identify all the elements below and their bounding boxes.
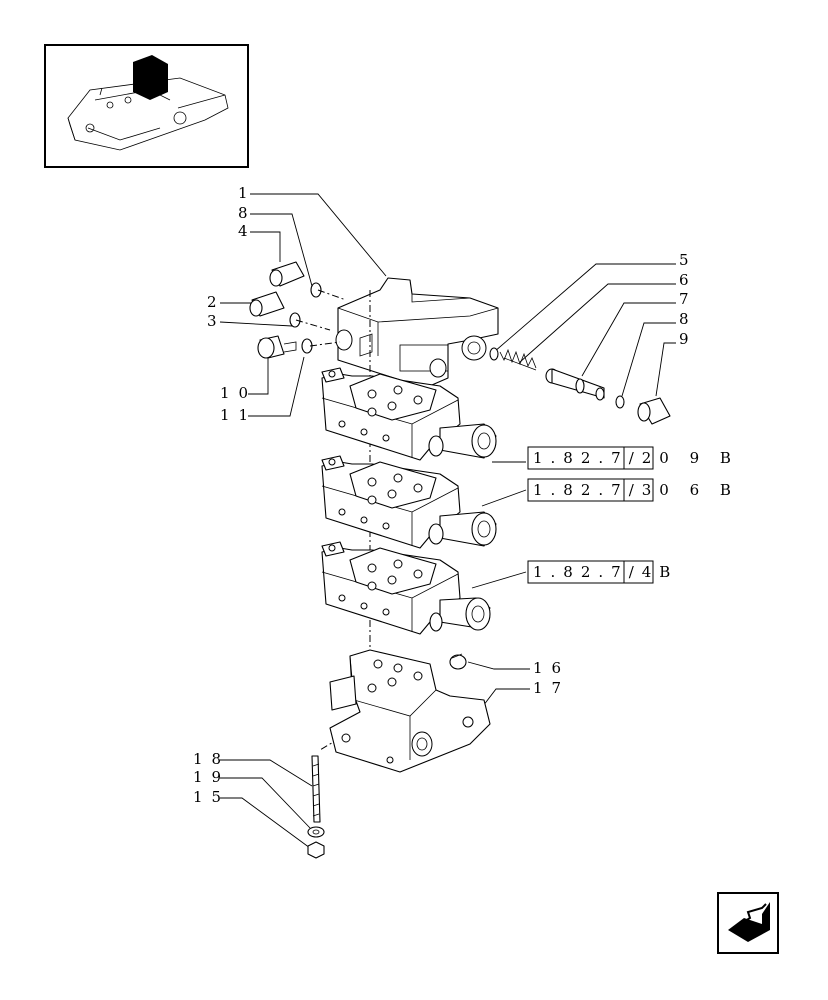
svg-text:8: 8	[679, 310, 698, 328]
seal-part-8-left	[310, 282, 322, 298]
overview-thumbnail[interactable]	[44, 44, 249, 168]
svg-text:7: 7	[679, 290, 698, 308]
highlighted-part-block	[133, 55, 168, 100]
callout-11: 11	[220, 356, 305, 424]
svg-text:17: 17	[533, 679, 570, 697]
seal-part-8-right	[615, 395, 625, 409]
callout-17: 17	[479, 679, 570, 711]
svg-text:6: 6	[679, 271, 698, 289]
svg-text:1.82.7/4B: 1.82.7/4B	[533, 563, 678, 581]
svg-text:15: 15	[193, 788, 230, 806]
nut-part-15	[307, 841, 325, 859]
callout-15: 15	[193, 788, 311, 849]
callout-19: 19	[193, 768, 311, 829]
callout-5: 5	[493, 251, 698, 353]
valve-section-2	[321, 455, 497, 549]
seal-part-5	[489, 347, 499, 361]
svg-text:9: 9	[679, 330, 698, 348]
spool-part-7	[545, 368, 605, 401]
plug-part-4	[269, 261, 305, 287]
callout-6: 6	[519, 271, 698, 363]
thumbnail-housing-sketch	[67, 77, 229, 151]
seal-part-3	[289, 312, 301, 328]
svg-text:1: 1	[238, 184, 257, 202]
callout-10: 10	[220, 358, 269, 402]
axis-line-lower	[309, 341, 341, 347]
base-housing-part-17	[329, 649, 491, 773]
svg-text:1.82.7/30 6 B: 1.82.7/30 6 B	[533, 481, 739, 499]
svg-text:3: 3	[207, 312, 226, 330]
svg-text:5: 5	[679, 251, 698, 269]
axis-line-upper	[317, 289, 347, 301]
callout-18: 18	[193, 750, 313, 787]
svg-text:4: 4	[238, 222, 257, 240]
svg-text:11: 11	[220, 406, 257, 424]
svg-text:19: 19	[193, 768, 230, 786]
plug-part-9	[637, 397, 671, 425]
svg-text:8: 8	[238, 204, 257, 222]
callout-3: 3	[207, 312, 293, 330]
callout-8-left: 8	[238, 204, 313, 287]
spring-part-6	[499, 348, 537, 371]
plug-part-10	[257, 335, 297, 359]
callout-8-right: 8	[621, 310, 698, 397]
callout-9: 9	[655, 330, 698, 397]
svg-text:10: 10	[220, 384, 257, 402]
callout-1: 1	[238, 184, 387, 277]
reference-box-1[interactable]: 1.82.7/20 9 B	[492, 446, 739, 470]
callout-4: 4	[238, 222, 281, 262]
reference-box-2[interactable]: 1.82.7/30 6 B	[481, 478, 739, 507]
svg-text:16: 16	[533, 659, 570, 677]
reference-box-3[interactable]: 1.82.7/4B	[471, 560, 678, 589]
svg-text:18: 18	[193, 750, 230, 768]
next-page-arrow-icon[interactable]	[717, 892, 779, 954]
washer-part-19	[307, 826, 325, 838]
axis-line-middle	[295, 319, 331, 331]
svg-text:1.82.7/20 9 B: 1.82.7/20 9 B	[533, 449, 739, 467]
plug-part-2	[249, 291, 285, 317]
callout-7: 7	[581, 290, 698, 377]
screw-part-16	[449, 653, 467, 670]
valve-section-1	[321, 367, 497, 461]
callout-2: 2	[207, 293, 252, 311]
valve-body-part-1	[335, 277, 499, 389]
valve-section-3	[321, 541, 491, 635]
svg-text:2: 2	[207, 293, 226, 311]
callout-16: 16	[467, 659, 570, 677]
stud-part-18	[311, 755, 321, 823]
